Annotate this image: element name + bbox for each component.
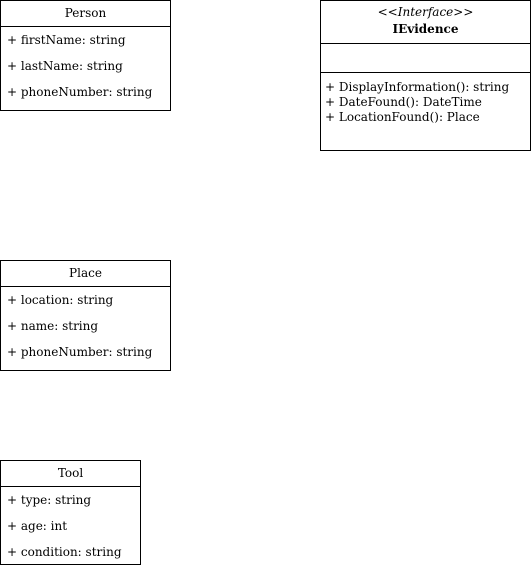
attribute-condition: + condition: string	[7, 545, 122, 559]
attribute-first-name: + firstName: string	[7, 33, 126, 47]
method-date-found: + DateFound(): DateTime	[325, 95, 482, 109]
class-name: Place	[1, 261, 170, 287]
attribute-last-name: + lastName: string	[7, 59, 123, 73]
method-location-found: + LocationFound(): Place	[325, 110, 480, 124]
fields-compartment	[321, 44, 530, 73]
tool-class[interactable]: Tool + type: string + age: int + conditi…	[0, 460, 141, 565]
attribute-list: + type: string + age: int + condition: s…	[1, 487, 140, 565]
attribute-location: + location: string	[7, 293, 114, 307]
interface-header: <<Interface>> IEvidence	[321, 1, 530, 44]
class-name: Tool	[1, 461, 140, 487]
person-class[interactable]: Person + firstName: string + lastName: s…	[0, 0, 171, 111]
attribute-list: + location: string + name: string + phon…	[1, 287, 170, 365]
class-name: Person	[1, 1, 170, 27]
attribute-phone-number: + phoneNumber: string	[7, 345, 153, 359]
method-display-information: + DisplayInformation(): string	[325, 80, 510, 94]
interface-name: IEvidence	[392, 22, 459, 36]
methods-compartment: + DisplayInformation(): string + DateFou…	[321, 73, 530, 125]
place-class[interactable]: Place + location: string + name: string …	[0, 260, 171, 371]
stereotype-label: <<Interface>>	[377, 5, 474, 19]
attribute-list: + firstName: string + lastName: string +…	[1, 27, 170, 105]
attribute-name: + name: string	[7, 319, 99, 333]
ievidence-interface[interactable]: <<Interface>> IEvidence + DisplayInforma…	[320, 0, 531, 151]
attribute-phone-number: + phoneNumber: string	[7, 85, 153, 99]
attribute-age: + age: int	[7, 519, 68, 533]
attribute-type: + type: string	[7, 493, 92, 507]
